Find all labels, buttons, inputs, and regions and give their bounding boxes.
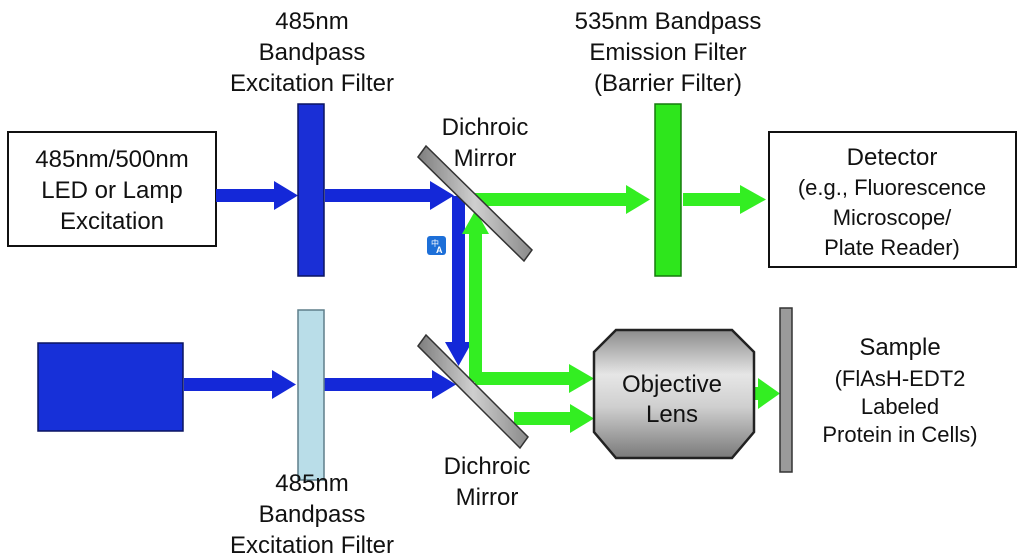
objective-lens: Objective Lens <box>592 328 756 460</box>
bottom-excitation-filter <box>297 309 325 481</box>
source-label-line-1: 485nm/500nm <box>35 146 188 173</box>
bottom-filter-label-line-1: 485nm <box>275 470 348 497</box>
top-dichroic-label: Dichroic Mirror <box>442 114 529 172</box>
emission-filter-label: 535nm Bandpass Emission Filter (Barrier … <box>575 8 762 97</box>
emission-beam-sample <box>752 378 780 409</box>
detector-label-line-4: Plate Reader) <box>824 235 960 260</box>
excitation-beam-top-1 <box>216 181 298 210</box>
svg-text:中: 中 <box>431 238 439 248</box>
bottom-filter-label-line-2: Bandpass <box>259 501 366 528</box>
sample-label-line-4: Protein in Cells) <box>822 422 977 447</box>
detector-label-line-1: Detector <box>847 144 938 171</box>
top-filter-label-line-3: Excitation Filter <box>230 70 394 97</box>
excitation-source-box: 485nm/500nm LED or Lamp Excitation <box>7 131 217 247</box>
emission-beam-top-2 <box>683 185 766 214</box>
translate-icon[interactable]: 中 A <box>427 236 446 255</box>
emission-beam-objective-upper <box>475 364 594 393</box>
detector-box: Detector (e.g., Fluorescence Microscope/… <box>768 131 1017 268</box>
sample-label-line-3: Labeled <box>861 394 939 419</box>
source-label-line-3: Excitation <box>60 208 164 235</box>
emission-beam-objective-lower <box>514 404 594 433</box>
emission-beam-vertical <box>462 210 489 382</box>
top-excitation-filter <box>297 103 325 277</box>
top-dichroic-mirror <box>417 144 533 263</box>
excitation-beam-bottom-2 <box>324 370 456 399</box>
bottom-dichroic-label-line-1: Dichroic <box>444 453 531 480</box>
sample-label: Sample (FlAsH-EDT2 Labeled Protein in Ce… <box>822 334 977 447</box>
excitation-beam-bottom-1 <box>184 370 296 399</box>
excitation-beam-vertical <box>445 196 472 366</box>
objective-label-line-2: Lens <box>646 401 698 428</box>
sample-slide <box>779 307 793 473</box>
emission-filter <box>654 103 682 277</box>
detector-label-line-3: Microscope/ <box>833 205 952 230</box>
emission-beam-top-1 <box>470 185 650 214</box>
source-label-line-2: LED or Lamp <box>41 177 182 204</box>
blue-light-source-block <box>37 342 184 432</box>
excitation-beam-top-2 <box>325 181 454 210</box>
bottom-dichroic-mirror <box>417 333 529 450</box>
sample-label-line-1: Sample <box>859 334 940 361</box>
bottom-dichroic-label-line-2: Mirror <box>456 484 519 511</box>
bottom-excitation-filter-label: 485nm Bandpass Excitation Filter <box>230 470 394 559</box>
svg-text:A: A <box>436 245 443 255</box>
top-filter-label-line-1: 485nm <box>275 8 348 35</box>
emission-label-line-1: 535nm Bandpass <box>575 8 762 35</box>
top-dichroic-label-line-2: Mirror <box>454 145 517 172</box>
bottom-filter-label-line-3: Excitation Filter <box>230 532 394 559</box>
top-filter-label-line-2: Bandpass <box>259 39 366 66</box>
emission-label-line-3: (Barrier Filter) <box>594 70 742 97</box>
sample-label-line-2: (FlAsH-EDT2 <box>835 366 966 391</box>
emission-label-line-2: Emission Filter <box>589 39 746 66</box>
top-dichroic-label-line-1: Dichroic <box>442 114 529 141</box>
detector-label-line-2: (e.g., Fluorescence <box>798 175 986 200</box>
bottom-dichroic-label: Dichroic Mirror <box>444 453 531 511</box>
objective-label-line-1: Objective <box>622 371 722 398</box>
top-excitation-filter-label: 485nm Bandpass Excitation Filter <box>230 8 394 97</box>
